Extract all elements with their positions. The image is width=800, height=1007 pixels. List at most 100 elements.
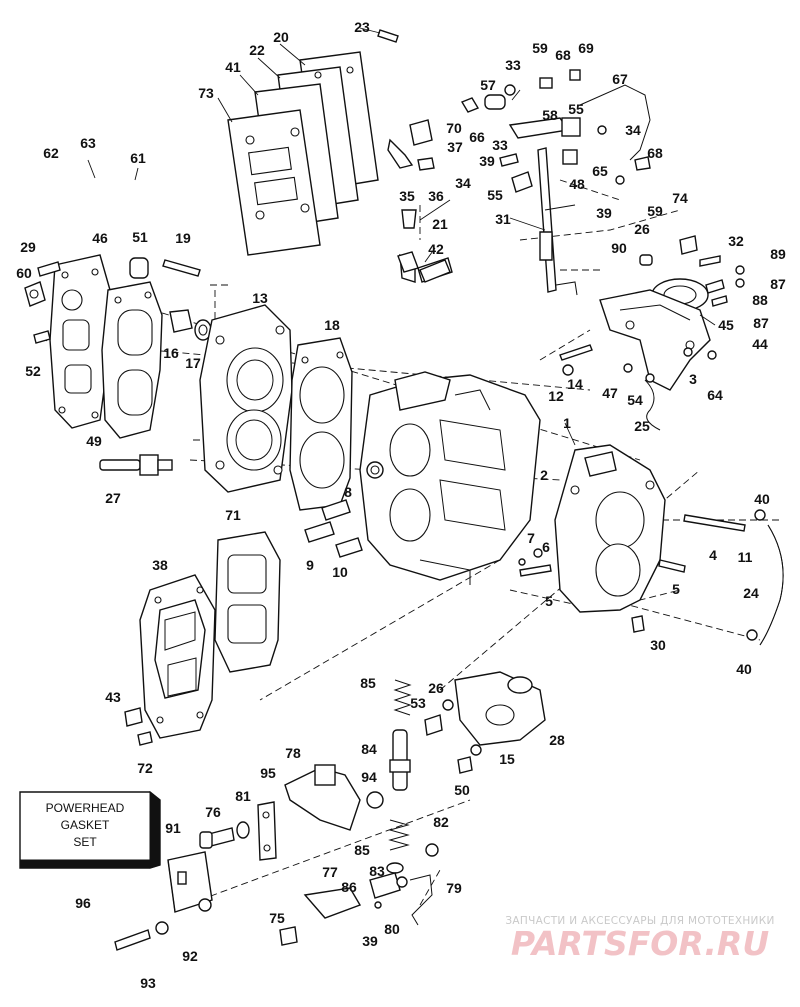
callout-78: 78 <box>285 745 301 761</box>
callout-82: 82 <box>433 814 449 830</box>
callout-1: 1 <box>563 415 571 431</box>
callout-69: 69 <box>578 40 594 56</box>
callout-5a: 5 <box>672 581 680 597</box>
callout-59b: 59 <box>647 203 663 219</box>
callout-59a: 59 <box>532 40 548 56</box>
callout-27: 27 <box>105 490 121 506</box>
watermark-logo: PARTSFOR.RU <box>511 924 769 963</box>
cylinder-head <box>199 304 353 511</box>
callout-43: 43 <box>105 689 121 705</box>
crankcase <box>554 444 666 613</box>
mounting-brackets <box>199 764 361 861</box>
callout-68a: 68 <box>555 47 571 63</box>
callout-6: 6 <box>542 539 550 555</box>
callout-4: 4 <box>709 547 717 563</box>
callout-14: 14 <box>567 376 583 392</box>
callout-11: 11 <box>738 549 753 565</box>
callout-5b: 5 <box>545 593 553 609</box>
callout-20: 20 <box>273 29 289 45</box>
callout-34a: 34 <box>625 122 641 138</box>
callout-33b: 33 <box>492 137 508 153</box>
callout-37: 37 <box>447 139 463 155</box>
callout-74: 74 <box>672 190 688 206</box>
callout-12: 12 <box>548 388 564 404</box>
callout-42: 42 <box>428 241 444 257</box>
callout-50: 50 <box>454 782 470 798</box>
watermark-tagline: ЗАПЧАСТИ И АКСЕССУАРЫ ДЛЯ МОТОТЕХНИКИ <box>505 915 774 927</box>
callout-89: 89 <box>770 246 786 262</box>
callout-96: 96 <box>75 895 91 911</box>
callout-75: 75 <box>269 910 285 926</box>
callout-79: 79 <box>446 880 462 896</box>
callout-64: 64 <box>707 387 723 403</box>
kit-line-1: POWERHEAD <box>46 801 125 815</box>
crankcase-bolts <box>518 344 746 633</box>
callout-57: 57 <box>480 77 496 93</box>
callout-39b: 39 <box>596 205 612 221</box>
callout-68b: 68 <box>647 145 663 161</box>
callout-60: 60 <box>16 265 32 281</box>
temp-switch <box>623 255 745 431</box>
callout-92: 92 <box>182 948 198 964</box>
callout-21: 21 <box>432 216 448 232</box>
callout-36: 36 <box>428 188 444 204</box>
callout-77: 77 <box>322 864 338 880</box>
callout-numbers: 1 2 3 4 5 5 6 7 8 9 10 11 12 13 14 15 16… <box>16 19 786 991</box>
callout-30: 30 <box>650 637 666 653</box>
callout-9: 9 <box>306 557 314 573</box>
callout-55a: 55 <box>568 101 584 117</box>
callout-88: 88 <box>752 292 768 308</box>
fuel-hose-fitting <box>397 251 451 283</box>
thermostat-housing <box>424 671 546 774</box>
callout-83: 83 <box>369 863 385 879</box>
relief-valve <box>366 679 439 874</box>
callout-87b: 87 <box>753 315 769 331</box>
exhaust-cover-left <box>24 254 212 439</box>
callout-18: 18 <box>324 317 340 333</box>
callout-26a: 26 <box>634 221 650 237</box>
intake-cover <box>124 531 281 746</box>
callout-70: 70 <box>446 120 462 136</box>
callout-67: 67 <box>612 71 628 87</box>
callout-32: 32 <box>728 233 744 249</box>
callout-13: 13 <box>252 290 268 306</box>
callout-29: 29 <box>20 239 36 255</box>
dowel-pins <box>304 499 363 558</box>
callout-66: 66 <box>469 129 485 145</box>
spark-plug <box>99 454 173 476</box>
callout-47: 47 <box>602 385 618 401</box>
callout-2: 2 <box>540 467 548 483</box>
callout-52: 52 <box>25 363 41 379</box>
callout-10: 10 <box>332 564 348 580</box>
callout-41: 41 <box>225 59 241 75</box>
solenoid-mount <box>114 851 213 951</box>
watermark: ЗАПЧАСТИ И АКСЕССУАРЫ ДЛЯ МОТОТЕХНИКИ PA… <box>505 915 774 963</box>
kit-line-2: GASKET <box>61 818 110 832</box>
callout-35: 35 <box>399 188 415 204</box>
upper-bearing-housing <box>599 278 711 391</box>
callout-45: 45 <box>718 317 734 333</box>
callout-87a: 87 <box>770 276 786 292</box>
throttle-linkage <box>279 872 433 946</box>
callout-48: 48 <box>569 176 585 192</box>
callout-55b: 55 <box>487 187 503 203</box>
leader-lines <box>87 43 716 446</box>
callout-85a: 85 <box>360 675 376 691</box>
callout-3: 3 <box>689 371 697 387</box>
gasket-kit-box: POWERHEAD GASKET SET <box>19 790 161 869</box>
callout-53: 53 <box>410 695 426 711</box>
callout-51: 51 <box>132 229 148 245</box>
callout-80: 80 <box>384 921 400 937</box>
callout-49: 49 <box>86 433 102 449</box>
callout-61: 61 <box>130 150 146 166</box>
callout-84: 84 <box>361 741 377 757</box>
callout-38: 38 <box>152 557 168 573</box>
callout-93: 93 <box>140 975 156 991</box>
callout-24: 24 <box>743 585 759 601</box>
callout-34b: 34 <box>455 175 471 191</box>
callout-73: 73 <box>198 85 214 101</box>
callout-7: 7 <box>527 530 535 546</box>
callout-31: 31 <box>495 211 511 227</box>
callout-58: 58 <box>542 107 558 123</box>
